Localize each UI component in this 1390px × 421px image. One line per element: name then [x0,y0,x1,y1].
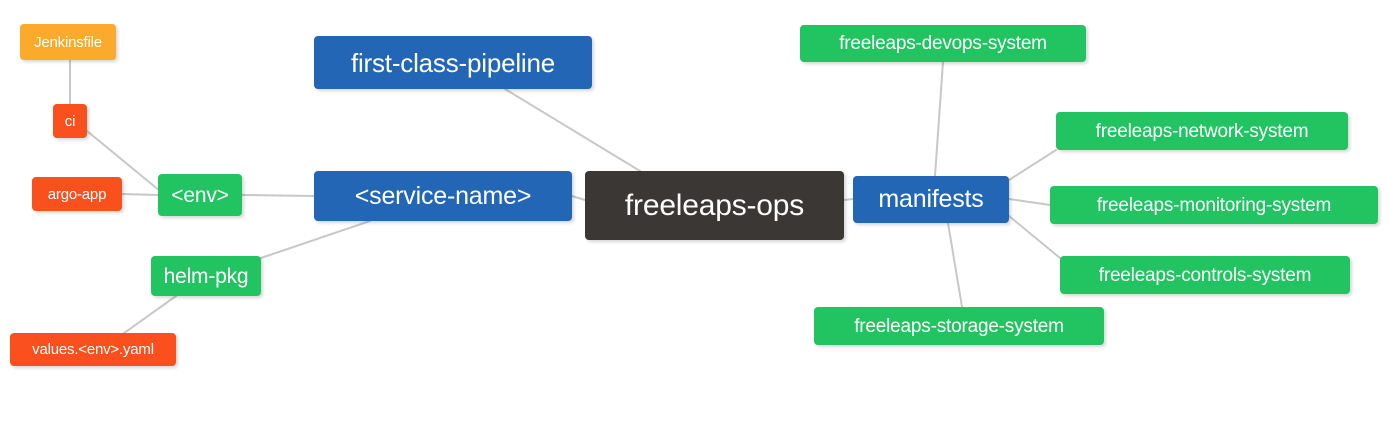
edge-manifests-to-devops-system [934,61,944,177]
node-storage-system[interactable]: freeleaps-storage-system [814,307,1104,345]
node-values-yaml[interactable]: values.<env>.yaml [10,333,176,366]
node-jenkinsfile[interactable]: Jenkinsfile [20,24,116,60]
edge-env-to-service-name [241,194,315,197]
node-argo-app[interactable]: argo-app [32,177,122,211]
node-freeleaps-ops[interactable]: freeleaps-ops [585,171,844,240]
node-devops-system[interactable]: freeleaps-devops-system [800,25,1086,62]
node-helm-pkg[interactable]: helm-pkg [151,256,261,296]
node-network-system[interactable]: freeleaps-network-system [1056,112,1348,150]
edge-manifests-to-controls-system [1008,215,1061,259]
node-first-class-pipeline[interactable]: first-class-pipeline [314,36,592,89]
node-service-name[interactable]: <service-name> [314,171,572,221]
node-ci[interactable]: ci [53,104,87,138]
edge-first-class-pipeline-to-freeleaps-ops [504,88,641,172]
edge-manifests-to-storage-system [947,222,963,308]
edge-manifests-to-monitoring-system [1008,198,1051,206]
edge-argo-app-to-env [121,193,159,196]
edge-service-name-to-helm-pkg [260,220,371,259]
edge-helm-pkg-to-values-yaml [119,295,177,337]
edge-service-name-to-freeleaps-ops [571,195,586,201]
edge-ci-to-env [86,130,161,192]
node-monitoring-system[interactable]: freeleaps-monitoring-system [1050,186,1378,224]
node-controls-system[interactable]: freeleaps-controls-system [1060,256,1350,294]
edge-freeleaps-ops-to-manifests [843,198,854,201]
node-manifests[interactable]: manifests [853,176,1009,223]
edge-manifests-to-network-system [1008,149,1057,181]
node-env[interactable]: <env> [158,174,242,216]
